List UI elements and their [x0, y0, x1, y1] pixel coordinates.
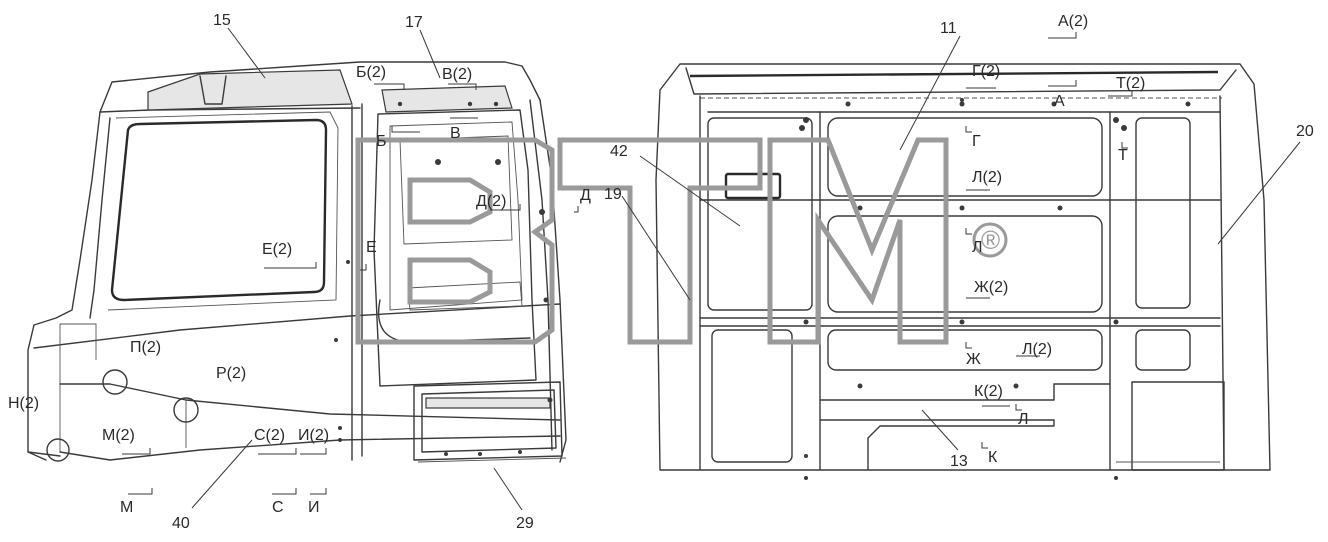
- watermark: ®: [355, 137, 1008, 345]
- callout-20: 20: [1296, 123, 1314, 140]
- section-mark: А: [1054, 93, 1065, 110]
- section-mark: А(2): [1058, 13, 1088, 30]
- section-mark: С: [272, 499, 284, 516]
- section-mark: Р(2): [216, 365, 246, 382]
- section-mark: Е(2): [262, 241, 292, 258]
- section-mark: В: [450, 125, 461, 142]
- callout-40: 40: [172, 515, 190, 532]
- section-mark: Б: [376, 133, 387, 150]
- section-mark: П(2): [130, 339, 161, 356]
- section-mark: Д: [580, 187, 591, 204]
- section-mark: Ж(2): [974, 279, 1008, 296]
- callout-15: 15: [213, 12, 231, 29]
- callout-13: 13: [950, 453, 968, 470]
- section-mark: И: [308, 499, 320, 516]
- callout-11: 11: [940, 20, 957, 37]
- section-mark: Т: [1118, 147, 1128, 164]
- section-mark: Л(2): [972, 169, 1002, 186]
- watermark-registered: ®: [981, 225, 1000, 255]
- section-mark: Л: [972, 239, 983, 256]
- section-mark: М: [120, 499, 133, 516]
- section-mark: Ж: [966, 351, 981, 368]
- rear-view: [655, 63, 1271, 480]
- section-mark: Т(2): [1116, 75, 1145, 92]
- section-mark: Н(2): [8, 395, 39, 412]
- section-mark: Е: [366, 239, 377, 256]
- side-view: [27, 61, 567, 463]
- callout-17: 17: [405, 14, 423, 31]
- callout-29: 29: [516, 515, 534, 532]
- section-mark: С(2): [254, 427, 285, 444]
- section-mark: В(2): [442, 66, 472, 83]
- section-mark: Г: [972, 133, 981, 150]
- callout-19: 19: [604, 186, 622, 203]
- section-mark: И(2): [298, 427, 329, 444]
- callout-42: 42: [610, 143, 628, 160]
- section-mark: К(2): [974, 383, 1003, 400]
- section-mark: Л(2): [1022, 341, 1052, 358]
- leaders: [122, 27, 1301, 511]
- section-mark: Л: [1018, 411, 1029, 428]
- section-mark: Б(2): [356, 64, 386, 81]
- section-mark: Г(2): [972, 63, 1000, 80]
- section-mark: К: [988, 449, 998, 466]
- section-mark: М(2): [102, 427, 135, 444]
- section-mark: Д(2): [476, 193, 506, 210]
